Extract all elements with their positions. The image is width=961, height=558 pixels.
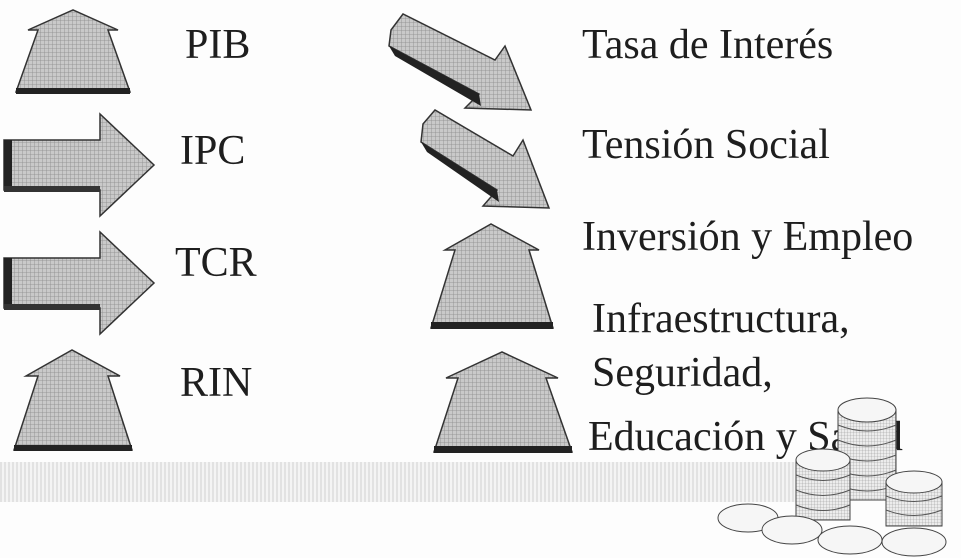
inversion-empleo-label: Inversión y Empleo [582, 214, 914, 260]
up-arrow-icon [12, 349, 134, 451]
infraestructura-label: Infraestructura, [592, 296, 850, 342]
pib-label: PIB [185, 22, 251, 68]
ipc-label: IPC [180, 128, 246, 174]
right-arrow-icon [3, 112, 156, 218]
right-arrow-icon [3, 230, 156, 336]
down-right-arrow-icon [420, 109, 551, 209]
tension-social-label: Tensión Social [582, 122, 830, 168]
stacked-coins-icon [717, 397, 947, 557]
up-arrow-icon [429, 223, 555, 329]
up-arrow-icon [432, 351, 574, 453]
tasa-interes-label: Tasa de Interés [582, 22, 834, 68]
decorative-band [0, 462, 800, 502]
seguridad-label: Seguridad, [592, 350, 773, 396]
rin-label: RIN [180, 360, 253, 406]
up-arrow-icon [14, 9, 132, 94]
down-right-arrow-icon [388, 13, 533, 111]
tcr-label: TCR [175, 240, 257, 286]
